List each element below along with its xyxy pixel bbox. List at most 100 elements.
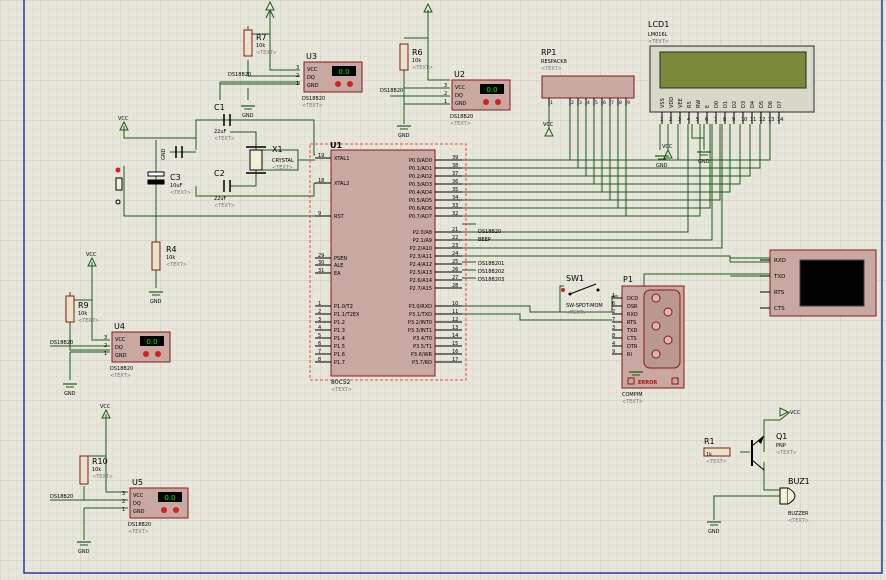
sensor-pin-dq: DQ bbox=[133, 501, 141, 507]
lcd-pin-name: D7 bbox=[777, 101, 783, 108]
capacitor-text-tag: <TEXT> bbox=[170, 190, 191, 196]
sensor-button-up[interactable] bbox=[347, 81, 353, 87]
sensor-text-tag: <TEXT> bbox=[302, 103, 323, 109]
mcu-pin-name: P3.3/INT1 bbox=[408, 328, 432, 334]
sensor-part: DS18B20 bbox=[110, 366, 133, 372]
sensor-button-up[interactable] bbox=[155, 351, 161, 357]
mcu-pin-name: P3.2/INT0 bbox=[408, 320, 432, 326]
mcu-pin-number: 6 bbox=[318, 341, 321, 347]
mcu-pin-number: 26 bbox=[452, 267, 458, 273]
lcd-pin-name: D4 bbox=[750, 101, 756, 108]
compim-socket-hole bbox=[651, 349, 661, 359]
sensor-text-tag: <TEXT> bbox=[450, 121, 471, 127]
capacitor-c1[interactable]: C1 22uF <TEXT> bbox=[196, 103, 235, 142]
gnd-label: GND bbox=[150, 299, 162, 305]
sensor-pin-dq: DQ bbox=[307, 75, 315, 81]
crystal-ref: X1 bbox=[272, 145, 283, 154]
sensor-button-up[interactable] bbox=[495, 99, 501, 105]
sensor-button-down[interactable] bbox=[161, 507, 167, 513]
sensor-pin-dq: DQ bbox=[455, 93, 463, 99]
capacitor-ref: C3 bbox=[170, 173, 181, 182]
gnd-symbol: GND bbox=[63, 383, 77, 397]
mcu-pin-number: 28 bbox=[452, 283, 458, 289]
switch-sw1[interactable]: SW1 SW-SPDT-MOM <TEXT> bbox=[561, 274, 603, 316]
net-label-ds18b20: DS18B20 bbox=[478, 229, 501, 235]
mcu-pin-name: XTAL2 bbox=[334, 181, 349, 187]
mcu-pin-number: 33 bbox=[452, 203, 458, 209]
capacitor-c2[interactable]: C2 22uF <TEXT> bbox=[214, 169, 235, 209]
reset-button[interactable] bbox=[115, 167, 123, 205]
sensor-button-down[interactable] bbox=[335, 81, 341, 87]
resistor-r6[interactable]: R6 10k <TEXT> bbox=[399, 43, 433, 71]
resistor-r9[interactable]: R9 10k <TEXT> bbox=[65, 295, 99, 324]
mcu-pin-name: P1.5 bbox=[334, 344, 345, 350]
resistor-r7[interactable]: R7 10k <TEXT> bbox=[243, 29, 277, 57]
resistor-text-tag: <TEXT> bbox=[256, 50, 277, 56]
respack-pin-number: 3 bbox=[579, 100, 582, 106]
mcu-pin-name: P1.3 bbox=[334, 328, 345, 334]
resistor-body bbox=[79, 455, 89, 485]
resistor-value: 10k bbox=[78, 311, 87, 317]
capacitor-c3[interactable]: C3 10uF <TEXT> bbox=[147, 171, 191, 196]
resistor-ref: R4 bbox=[166, 245, 177, 254]
mcu-pin-number: 32 bbox=[452, 211, 458, 217]
mcu-pin-name: P3.5/T1 bbox=[413, 344, 432, 350]
mcu-pin-number: 13 bbox=[452, 325, 458, 331]
resistor-text-tag: <TEXT> bbox=[166, 262, 187, 268]
mcu-pin-name: P3.4/T0 bbox=[413, 336, 432, 342]
mcu-pin-number: 30 bbox=[318, 260, 324, 266]
capacitor-ref: C1 bbox=[214, 103, 225, 112]
sensor-pin-number: 3 bbox=[104, 335, 107, 341]
lcd-pin-number: 3 bbox=[678, 117, 681, 123]
resistor-r1[interactable]: R1 1k <TEXT> bbox=[703, 437, 731, 465]
lcd-pin-number: 2 bbox=[669, 117, 672, 123]
sensor-display bbox=[140, 336, 164, 346]
switch-dot bbox=[561, 288, 565, 292]
resistor-r10[interactable]: R10 10k <TEXT> bbox=[79, 455, 113, 485]
sensor-display bbox=[158, 492, 182, 502]
sensor-button-up[interactable] bbox=[173, 507, 179, 513]
sensor-pin-number: 1 bbox=[444, 99, 447, 105]
mcu-pin-number: 14 bbox=[452, 333, 458, 339]
crystal-x1[interactable]: X1 CRYSTAL <TEXT> bbox=[246, 145, 294, 174]
mcu-part: 80C52 bbox=[331, 379, 351, 386]
vcc-symbol: VCC bbox=[779, 407, 801, 417]
gnd-label: GND bbox=[161, 148, 167, 160]
switch-lever bbox=[569, 283, 597, 295]
respack-pin-number: 1 bbox=[550, 100, 553, 106]
lcd-lcd1[interactable]: LCD1 LM016L <TEXT> VSS1VDD2VEE3RS4RW5E6D… bbox=[648, 20, 815, 124]
resistor-ref: R9 bbox=[78, 301, 89, 310]
compim-socket-hole bbox=[663, 307, 673, 317]
lcd-pin-name: D2 bbox=[732, 101, 738, 108]
sensor-button-down[interactable] bbox=[483, 99, 489, 105]
lcd-pin-number: 10 bbox=[741, 117, 747, 123]
buzzer-ref: BUZ1 bbox=[788, 477, 810, 486]
mcu-pin-name: ALE bbox=[334, 263, 343, 269]
mcu-pin-name: P1.7 bbox=[334, 360, 345, 366]
sensor-button-down[interactable] bbox=[143, 351, 149, 357]
compim-socket-hole bbox=[651, 293, 661, 303]
mcu-pin-number: 31 bbox=[318, 268, 324, 274]
lcd-part: LM016L bbox=[648, 32, 668, 38]
resistor-value: 10k bbox=[92, 467, 101, 473]
buzzer-buz1[interactable]: BUZ1 BUZZER <TEXT> bbox=[779, 477, 810, 524]
transistor-q1[interactable]: Q1 PNP <TEXT> bbox=[751, 411, 797, 471]
resistor-r4[interactable]: R4 10k <TEXT> bbox=[151, 241, 187, 271]
sensor-pin-number: 2 bbox=[296, 73, 299, 79]
gnd-label: GND bbox=[242, 113, 254, 119]
gnd-symbol: GND bbox=[149, 291, 163, 305]
capacitor-text-tag: <TEXT> bbox=[214, 136, 235, 142]
sensor-display bbox=[480, 84, 504, 94]
sensor-pin-vcc: VCC bbox=[307, 67, 318, 73]
sensor-readout: 0.0 bbox=[338, 68, 349, 76]
resistor-body bbox=[399, 43, 409, 71]
